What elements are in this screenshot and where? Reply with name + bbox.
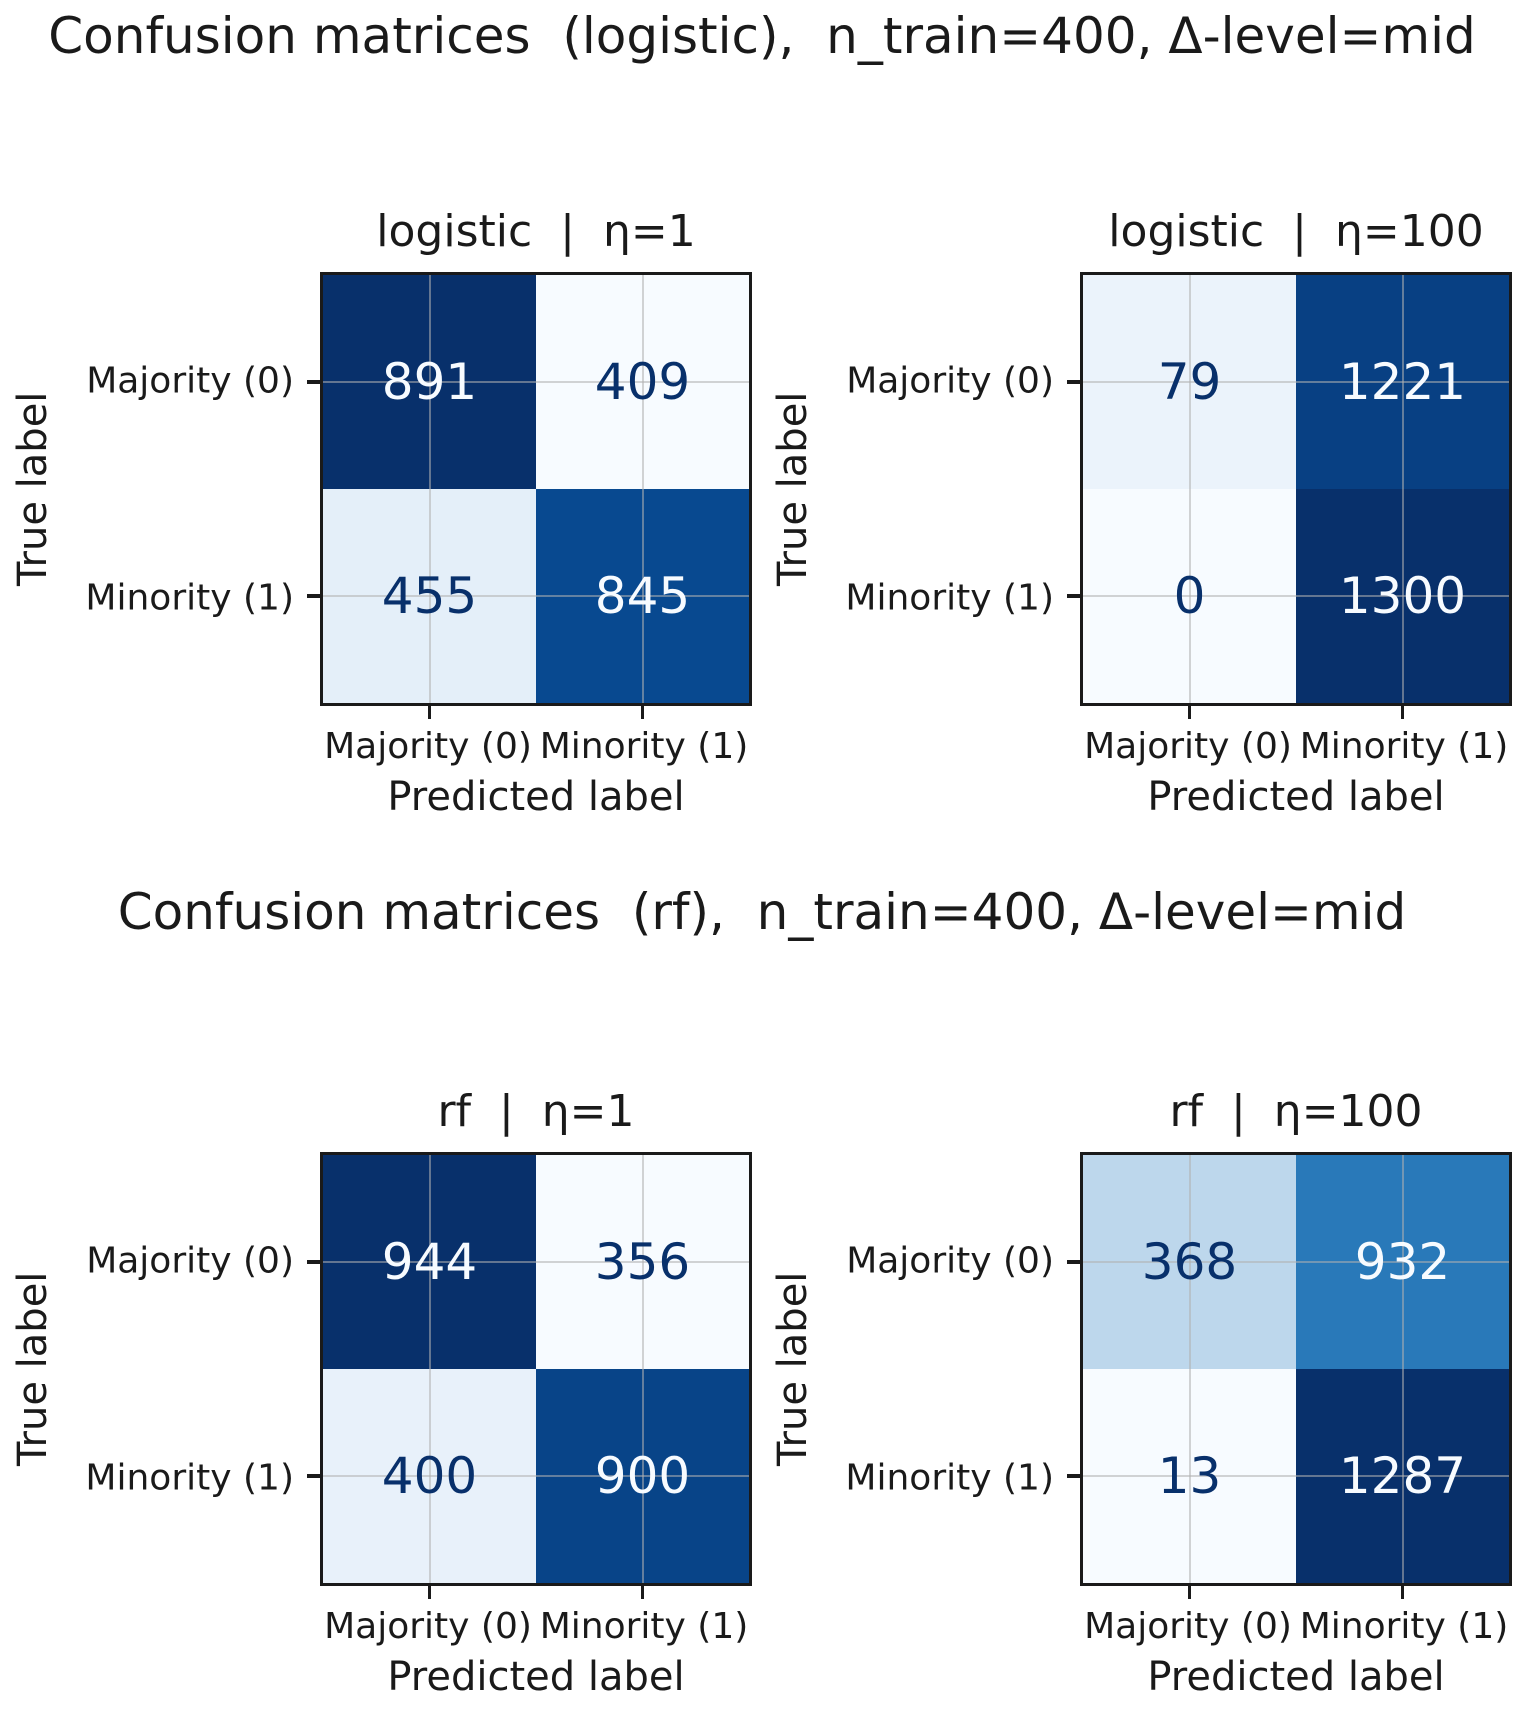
subplot-title: logistic | η=1 — [376, 205, 696, 257]
confusion-matrix: 79 1221 0 1300 — [1067, 272, 1512, 719]
confusion-matrix: 891 409 455 845 — [307, 272, 752, 719]
grid-line-horizontal — [1083, 595, 1509, 597]
grid-line-vertical — [428, 275, 431, 703]
grid-line-vertical — [1188, 275, 1191, 703]
y-tick-mark — [307, 594, 320, 598]
x-tick-mark — [427, 1586, 431, 1599]
x-axis-label: Predicted label — [387, 774, 685, 820]
x-tick-mark — [1187, 706, 1191, 719]
y-tick-label: Minority (1) — [85, 1457, 294, 1498]
y-tick-label: Majority (0) — [86, 360, 294, 401]
y-tick-label: Majority (0) — [846, 1240, 1054, 1281]
y-tick-mark — [307, 380, 320, 384]
matrix-cell-value: 932 — [1354, 1233, 1451, 1291]
matrix-cell-value: 356 — [594, 1233, 691, 1291]
matrix-cell-value: 79 — [1157, 353, 1222, 411]
matrix-cell-value: 1300 — [1338, 567, 1467, 625]
grid-line-vertical — [1401, 1155, 1404, 1583]
y-tick-label: Majority (0) — [86, 1240, 294, 1281]
x-tick-mark — [1400, 1586, 1404, 1599]
plot-rf-eta100: rf | η=100 True label Majority (0) Minor… — [770, 1087, 1512, 1700]
matrix-cell-value: 845 — [594, 567, 691, 625]
matrix-cell-value: 409 — [594, 353, 691, 411]
y-tick-label: Minority (1) — [85, 577, 294, 618]
matrix-cell-value: 400 — [381, 1447, 478, 1505]
x-axis-label: Predicted label — [1147, 1654, 1445, 1700]
x-tick-label: Minority (1) — [1299, 726, 1509, 767]
grid-line-horizontal — [323, 1261, 749, 1263]
x-tick-label: Majority (0) — [1084, 726, 1292, 767]
matrix-cell-value: 13 — [1157, 1447, 1222, 1505]
x-axis-label: Predicted label — [1147, 774, 1445, 820]
grid-line-vertical — [641, 1155, 644, 1583]
figure-title-rf: Confusion matrices (rf), n_train=400, Δ-… — [117, 883, 1407, 941]
x-tick-mark — [640, 706, 644, 719]
grid-line-horizontal — [323, 595, 749, 597]
grid-line-vertical — [1401, 275, 1404, 703]
matrix-cell-value: 0 — [1173, 567, 1206, 625]
subplot-title: logistic | η=100 — [1108, 205, 1484, 257]
grid-line-horizontal — [323, 381, 749, 383]
y-tick-mark — [307, 1260, 320, 1264]
grid-line-vertical — [428, 1155, 431, 1583]
figure-title-logistic: Confusion matrices (logistic), n_train=4… — [48, 7, 1476, 65]
x-tick-label: Majority (0) — [1084, 1606, 1292, 1647]
y-tick-mark — [1067, 380, 1080, 384]
plot-logistic-eta100: logistic | η=100 True label Majority (0)… — [770, 207, 1512, 820]
grid-line-horizontal — [1083, 1261, 1509, 1263]
matrix-cell-value: 900 — [594, 1447, 691, 1505]
y-axis-label: True label — [10, 391, 56, 587]
grid-line-vertical — [1188, 1155, 1191, 1583]
x-tick-mark — [640, 1586, 644, 1599]
matrix-cell-value: 1221 — [1338, 353, 1467, 411]
x-tick-mark — [427, 706, 431, 719]
matrix-cell-value: 944 — [381, 1233, 478, 1291]
y-tick-mark — [1067, 594, 1080, 598]
x-tick-label: Minority (1) — [1299, 1606, 1509, 1647]
grid-line-horizontal — [1083, 381, 1509, 383]
plot-logistic-eta1: logistic | η=1 True label Majority (0) M… — [10, 207, 752, 820]
x-tick-label: Majority (0) — [324, 726, 532, 767]
y-tick-mark — [307, 1474, 320, 1478]
confusion-matrix: 944 356 400 900 — [307, 1152, 752, 1599]
y-tick-label: Majority (0) — [846, 360, 1054, 401]
y-tick-mark — [1067, 1474, 1080, 1478]
matrix-cell-value: 368 — [1141, 1233, 1238, 1291]
x-tick-label: Majority (0) — [324, 1606, 532, 1647]
matrix-cell-value: 1287 — [1338, 1447, 1467, 1505]
x-tick-mark — [1400, 706, 1404, 719]
grid-line-vertical — [641, 275, 644, 703]
y-axis-label: True label — [10, 1271, 56, 1467]
x-axis-label: Predicted label — [387, 1654, 685, 1700]
matrix-cell-value: 891 — [381, 353, 478, 411]
grid-line-horizontal — [1083, 1475, 1509, 1477]
matrix-cell-value: 455 — [381, 567, 478, 625]
x-tick-mark — [1187, 1586, 1191, 1599]
x-tick-label: Minority (1) — [539, 726, 749, 767]
y-axis-label: True label — [770, 1271, 816, 1467]
y-tick-mark — [1067, 1260, 1080, 1264]
plot-rf-eta1: rf | η=1 True label Majority (0) Minorit… — [10, 1087, 752, 1700]
grid-line-horizontal — [323, 1475, 749, 1477]
x-tick-label: Minority (1) — [539, 1606, 749, 1647]
y-tick-label: Minority (1) — [845, 1457, 1054, 1498]
confusion-matrix: 368 932 13 1287 — [1067, 1152, 1512, 1599]
y-axis-label: True label — [770, 391, 816, 587]
subplot-title: rf | η=1 — [437, 1085, 635, 1137]
subplot-title: rf | η=100 — [1169, 1085, 1423, 1137]
y-tick-label: Minority (1) — [845, 577, 1054, 618]
